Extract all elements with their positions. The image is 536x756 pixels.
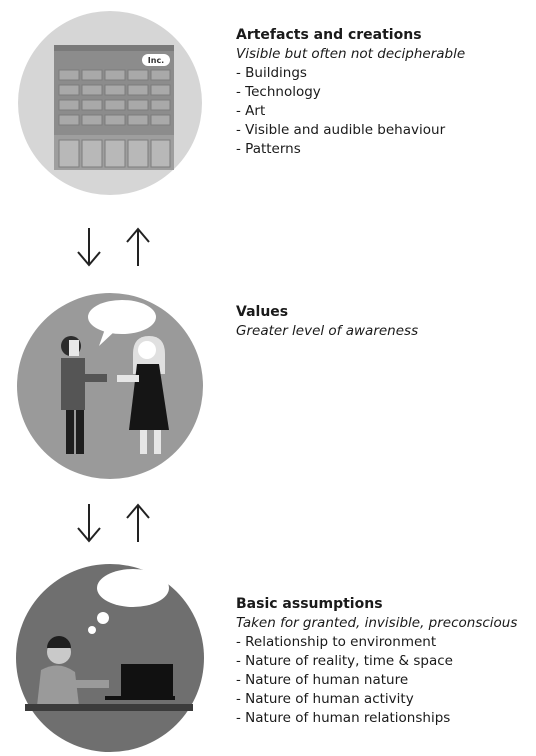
arrow-up-icon (126, 227, 150, 266)
arrow-down-icon (77, 228, 101, 267)
list-item: - Nature of human nature (236, 672, 409, 688)
building-sign-text: Inc. (148, 56, 164, 65)
assumptions-subtitle: Taken for granted, invisible, preconscio… (236, 615, 518, 631)
list-item: - Nature of human relationships (236, 710, 451, 726)
list-item: - Buildings (236, 65, 307, 81)
list-item: - Nature of human activity (236, 691, 414, 707)
artefacts-heading: Artefacts and creations (236, 27, 422, 43)
artefacts-circle: Inc. (18, 11, 202, 195)
person-thinking-at-laptop-icon (25, 569, 193, 711)
list-item: - Relationship to environment (236, 634, 437, 650)
arrow-down-icon (77, 504, 101, 543)
people-talking-icon (61, 300, 169, 454)
list-item: - Nature of reality, time & space (236, 653, 453, 669)
list-item: - Patterns (236, 141, 301, 157)
values-text: Values Greater level of awareness (236, 303, 418, 341)
assumptions-heading: Basic assumptions (236, 596, 383, 612)
list-item: - Art (236, 103, 266, 119)
assumptions-text: Basic assumptions Taken for granted, inv… (236, 595, 517, 728)
list-item: - Technology (236, 84, 321, 100)
values-heading: Values (236, 304, 289, 320)
values-circle (17, 293, 203, 479)
list-item: - Visible and audible behaviour (236, 122, 446, 138)
arrow-up-icon (126, 503, 150, 542)
artefacts-subtitle: Visible but often not decipherable (236, 46, 466, 62)
building-icon: Inc. (54, 45, 174, 170)
artefacts-text: Artefacts and creations Visible but ofte… (236, 26, 465, 159)
values-subtitle: Greater level of awareness (236, 323, 419, 339)
assumptions-circle (16, 564, 204, 752)
